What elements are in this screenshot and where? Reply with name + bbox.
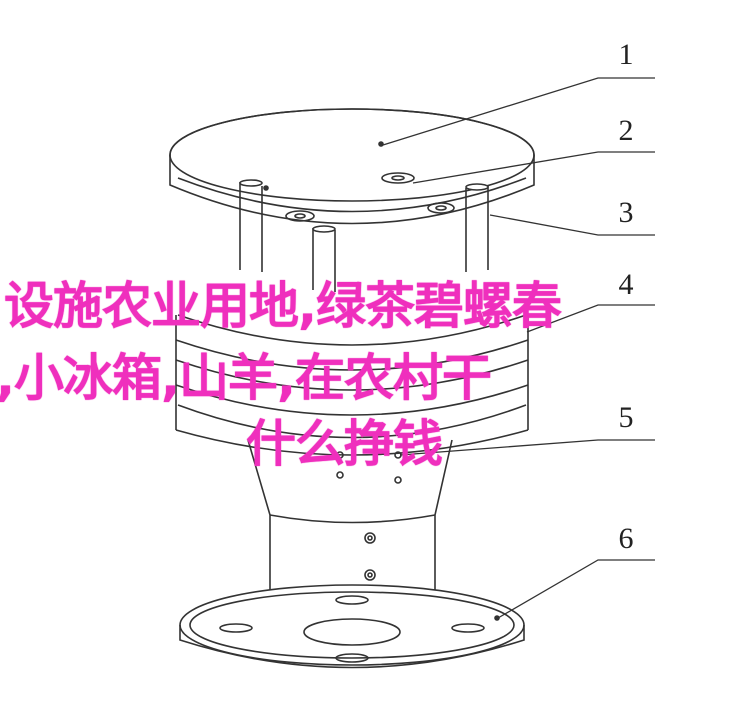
- support-posts: [239, 179, 489, 292]
- overlay-title-line-1: 设施农业用地,绿茶碧螺春: [4, 277, 562, 335]
- mounting-base: [179, 584, 525, 669]
- callout-5: 5: [619, 401, 634, 434]
- callout-4: 4: [619, 268, 634, 301]
- callout-2: 2: [619, 114, 634, 147]
- leader-lines: [382, 77, 655, 619]
- callout-1: 1: [619, 38, 634, 71]
- body-housing: [247, 439, 453, 590]
- radiation-shield-plates: [175, 314, 529, 456]
- top-cap: [169, 108, 535, 225]
- overlay-title-line-3: 什么挣钱: [246, 415, 443, 473]
- callout-6: 6: [619, 522, 634, 555]
- callout-3: 3: [619, 196, 634, 229]
- overlay-title-line-2: ,小冰箱,山羊,在农村干: [0, 349, 492, 407]
